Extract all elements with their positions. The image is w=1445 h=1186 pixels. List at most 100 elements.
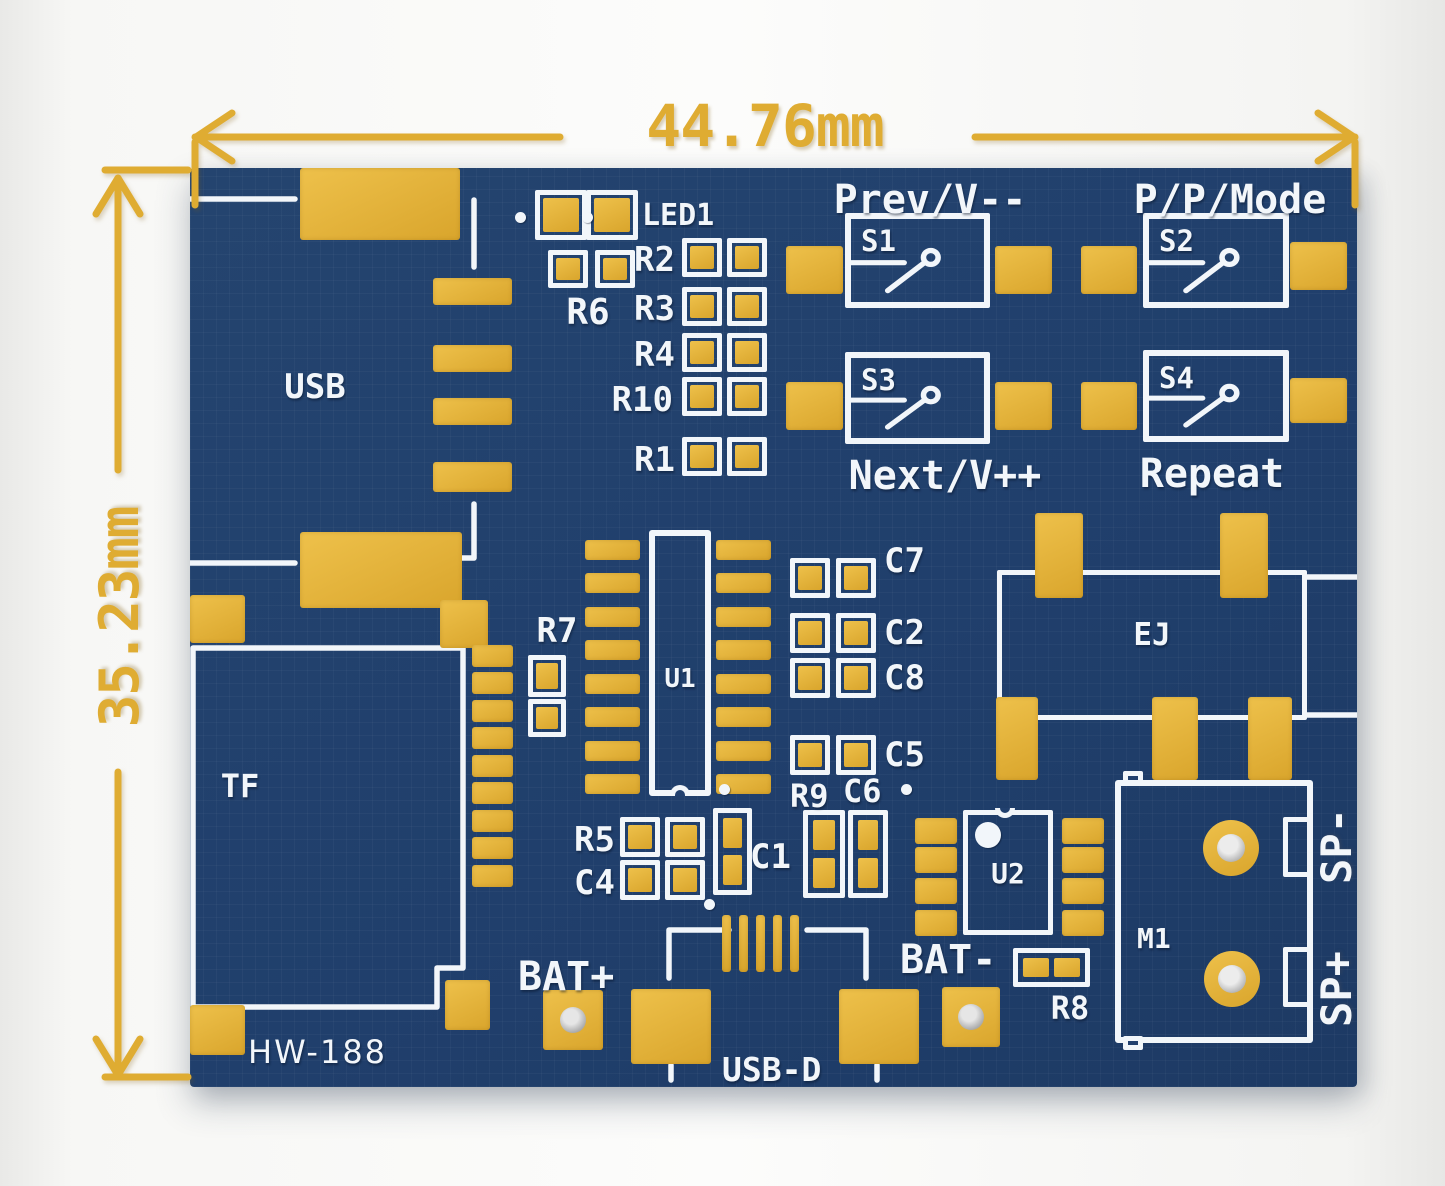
smd-pad	[723, 818, 742, 848]
tf-pin-pad	[472, 727, 513, 749]
usbd-label: USB-D	[722, 1050, 822, 1089]
u1-pin-pad	[585, 674, 640, 694]
led-pad	[586, 190, 638, 240]
usb-pin-pad	[433, 462, 512, 492]
height-arrow-top	[92, 174, 144, 218]
m1-hole-pad	[1204, 951, 1260, 1007]
r7-label: R7	[536, 611, 578, 651]
switch-s3: S3	[845, 352, 990, 444]
switch-pad	[1081, 246, 1137, 294]
u1-label: U1	[664, 664, 696, 694]
height-arrow-bottom	[92, 1035, 144, 1079]
c8-label: C8	[884, 658, 925, 698]
m1-tab	[1123, 771, 1143, 785]
smd-pad	[858, 858, 878, 888]
u1-pin-pad	[716, 573, 771, 593]
edge-pad	[190, 595, 245, 643]
r10-pad	[727, 377, 767, 416]
bat-minus-label: BAT-	[900, 937, 997, 983]
smd-pad	[1054, 958, 1080, 977]
silk-dot	[719, 784, 730, 795]
bat-plus-label: BAT+	[518, 954, 615, 1000]
switch-symbol	[1149, 383, 1240, 428]
c2-pad	[836, 613, 876, 653]
m1-label: M1	[1137, 922, 1171, 955]
u2-notch	[995, 808, 1015, 818]
r4-pad	[682, 333, 722, 372]
r8-label: R8	[1050, 989, 1090, 1027]
tf-corner-pad	[445, 980, 490, 1030]
m1-hole-pad	[1203, 820, 1259, 876]
r10-pad	[682, 377, 722, 416]
u1-pin-pad	[716, 707, 771, 727]
silk-dot	[901, 784, 912, 795]
r8-pads	[1013, 948, 1090, 987]
switch-pad	[995, 382, 1052, 430]
u2-pin-pad	[1062, 878, 1104, 904]
r1-pad	[682, 437, 722, 476]
r2-pad	[682, 238, 722, 277]
u1-notch	[670, 785, 690, 796]
usbd-pin	[790, 915, 799, 972]
switch-pad	[1290, 378, 1347, 423]
silk-dot	[582, 212, 593, 223]
r3-pad	[727, 287, 767, 326]
ej-pad	[1248, 697, 1292, 780]
switch-pad	[995, 246, 1052, 294]
ej-pad	[1152, 697, 1198, 780]
c4-pad	[620, 860, 660, 900]
smd-pad	[858, 820, 878, 850]
s4-ref-label: S4	[1159, 361, 1194, 395]
s1-function-label: Prev/V--	[833, 177, 1027, 223]
led1-label: LED1	[642, 198, 715, 233]
r2-pad	[727, 238, 767, 277]
switch-pad	[786, 246, 843, 294]
u1-pin-pad	[585, 607, 640, 627]
tf-pin-pad	[472, 865, 513, 887]
c1-label: C1	[750, 837, 791, 877]
r1-pad	[727, 437, 767, 476]
width-arrow-right	[1314, 109, 1358, 165]
s3-function-label: Next/V++	[848, 453, 1042, 499]
usbd-shell-pad	[839, 989, 919, 1064]
tf-pin-pad	[472, 645, 513, 667]
model-label: HW-188	[248, 1033, 388, 1071]
switch-symbol	[1149, 247, 1240, 294]
r1-label: R1	[634, 440, 675, 480]
silk-dot	[515, 212, 526, 223]
r6-pad	[548, 250, 588, 288]
switch-symbol	[851, 385, 941, 430]
r2-label: R2	[634, 240, 675, 280]
u2-pin-pad	[1062, 847, 1104, 873]
c7-pad	[836, 558, 876, 598]
c2-label: C2	[884, 613, 925, 653]
tf-pin-pad	[472, 700, 513, 722]
c5-pad	[836, 735, 876, 775]
c7-label: C7	[884, 541, 925, 581]
usb-pin-pad	[433, 278, 512, 305]
ej-pad	[1220, 513, 1268, 598]
ej-pad	[1035, 513, 1083, 598]
switch-pad	[786, 382, 843, 430]
u1-pin-pad	[585, 640, 640, 660]
m1-pin-box	[1283, 817, 1313, 877]
u1-pin-pad	[716, 674, 771, 694]
c5-label: C5	[884, 735, 925, 775]
tf-socket-outline	[190, 645, 466, 1010]
width-dimension-label: 44.76mm	[646, 92, 884, 160]
u2-pin-pad	[1062, 818, 1104, 844]
r10-label: R10	[611, 380, 673, 420]
u1-pin-pad	[585, 774, 640, 794]
ej-label: EJ	[1133, 617, 1171, 653]
c4-label: C4	[574, 863, 615, 903]
r3-pad	[682, 287, 722, 326]
c6-label: C6	[843, 772, 882, 810]
s2-ref-label: S2	[1159, 224, 1194, 258]
sp-plus-label: SP+	[1312, 951, 1361, 1027]
tf-pin-pad	[472, 672, 513, 694]
c4-pad	[665, 860, 705, 900]
c8-pad	[836, 658, 876, 698]
edge-pad	[190, 1005, 245, 1055]
smd-pad	[1023, 958, 1049, 977]
